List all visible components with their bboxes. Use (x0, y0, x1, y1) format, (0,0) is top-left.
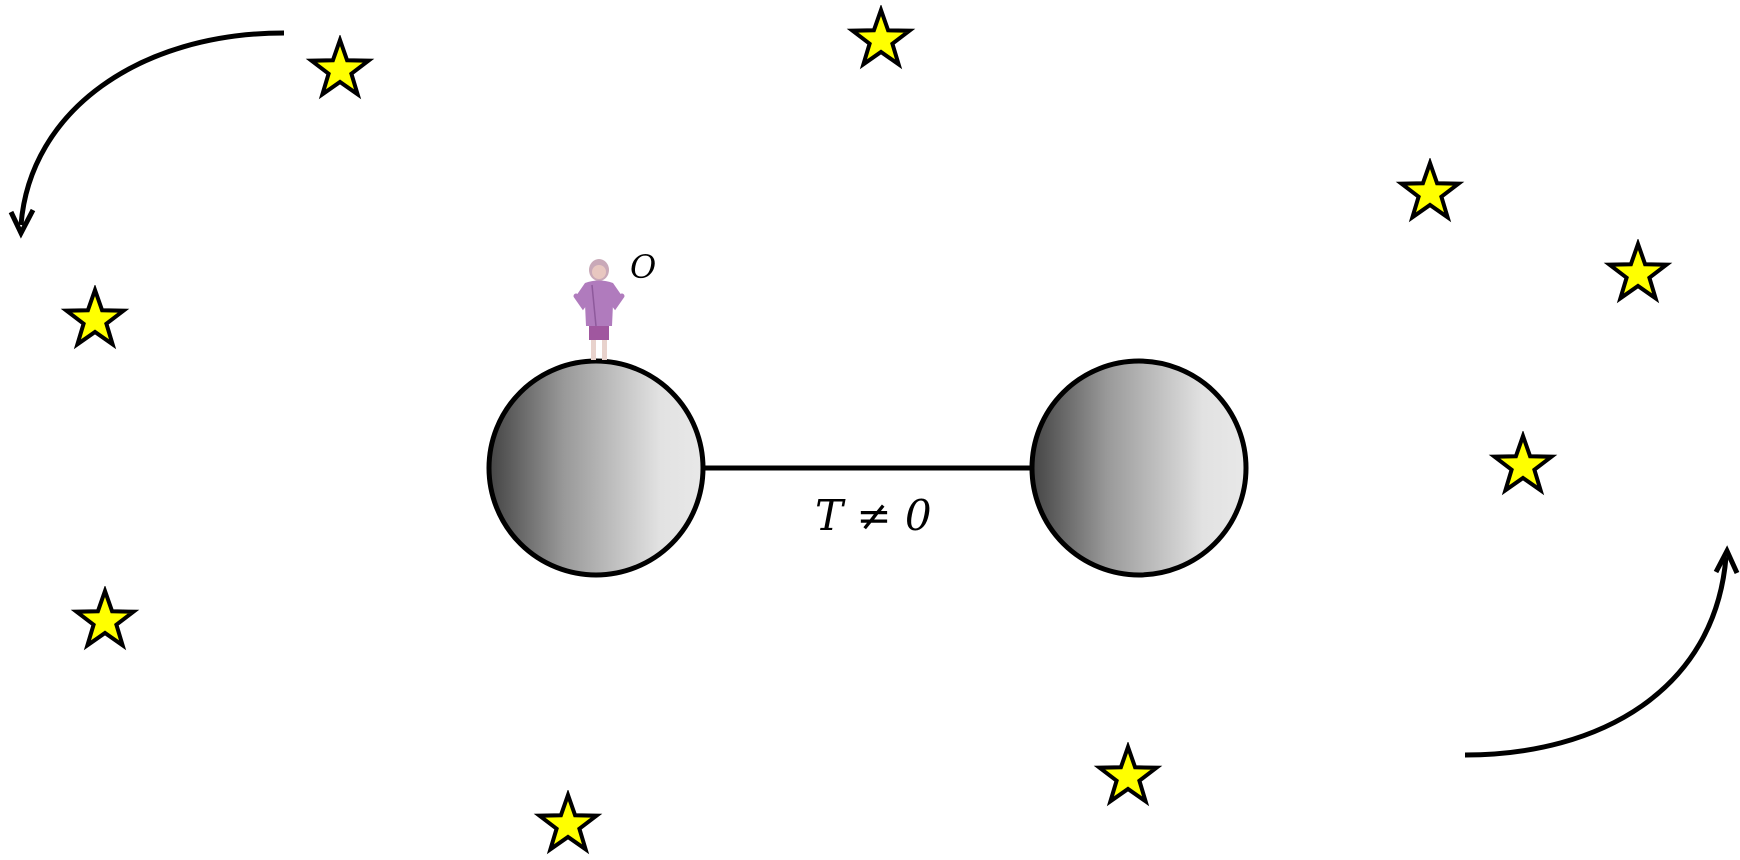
right-sphere (1029, 358, 1249, 578)
star-icon (1097, 745, 1159, 804)
star-icon (850, 8, 912, 67)
star-icon (1607, 242, 1669, 301)
observer-label: O (630, 248, 656, 286)
curved-arrow-icon (8, 30, 285, 239)
person-icon (573, 259, 625, 360)
star-icon (1399, 161, 1461, 220)
curved-arrow-icon (1464, 545, 1740, 758)
star-icon (74, 589, 136, 648)
left-sphere (486, 358, 706, 578)
star-icon (309, 38, 371, 97)
star-icon (1492, 434, 1554, 493)
tension-label: T ≠ 0 (815, 491, 932, 540)
star-icon (64, 288, 126, 347)
star-icon (537, 793, 599, 852)
